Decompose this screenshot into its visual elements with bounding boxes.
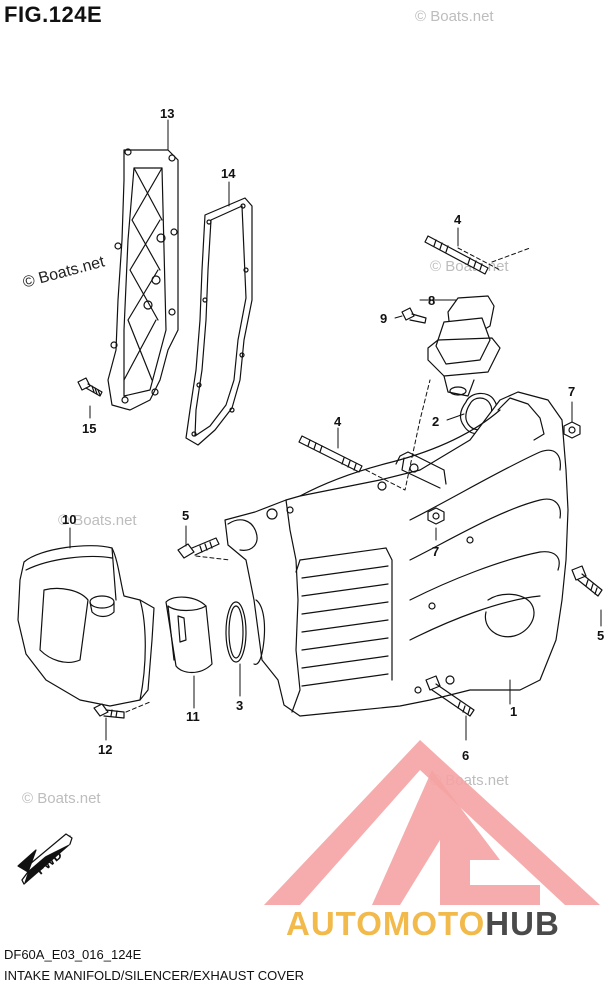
part-6-bolt [425,675,475,717]
part-5-bolt-left [177,537,220,559]
callout-4: 4 [454,212,462,227]
part-3-oring [225,601,247,663]
watermark: © Boats.net [430,258,509,275]
callout-11: 11 [186,709,200,724]
figure-title: FIG.124E [4,2,103,27]
part-12-bolt [93,703,125,719]
callout-7: 7 [568,384,575,399]
diagram-code: DF60A_E03_016_124E [4,947,142,962]
part-15-bolt [77,377,103,397]
watermark: © Boats.net [58,512,137,529]
diagram-caption: INTAKE MANIFOLD/SILENCER/EXHAUST COVER [4,968,305,983]
callout-7: 7 [432,544,439,559]
callout-3: 3 [236,698,243,713]
part-11-grommet [165,596,213,674]
part-4-stud-upper [424,235,489,275]
part-7-nut-upper [563,421,581,439]
logo-part2: HUB [485,905,560,942]
callout-9: 9 [380,311,387,326]
part-10-silencer [17,545,155,707]
part-5-bolt-right [571,565,603,597]
callout-10: 10 [62,512,76,527]
callout-5: 5 [597,628,604,643]
fwd-arrow-icon [17,833,73,885]
callout-1: 1 [510,704,517,719]
watermark: © Boats.net [415,8,494,25]
callout-2: 2 [432,414,439,429]
part-13-exhaust-cover [107,148,179,411]
watermark: © Boats.net [22,790,101,807]
part-1-intake-manifold [224,391,569,717]
part-14-gasket [185,197,253,446]
callout-8: 8 [428,293,435,308]
logo-wordmark: AUTOMOTOHUB [286,905,560,943]
part-8-sensor [427,295,501,397]
callout-4: 4 [334,414,342,429]
part-4-stud-lower [298,435,363,473]
callout-13: 13 [160,106,174,121]
part-9-screw [401,307,427,324]
callout-5: 5 [182,508,189,523]
callout-14: 14 [221,166,236,181]
callout-15: 15 [82,421,96,436]
part-7-nut-lower [427,507,445,525]
callout-6: 6 [462,748,469,763]
callout-12: 12 [98,742,112,757]
logo-part1: AUTOMOTO [286,905,486,942]
logo-mark-icon [264,740,600,905]
